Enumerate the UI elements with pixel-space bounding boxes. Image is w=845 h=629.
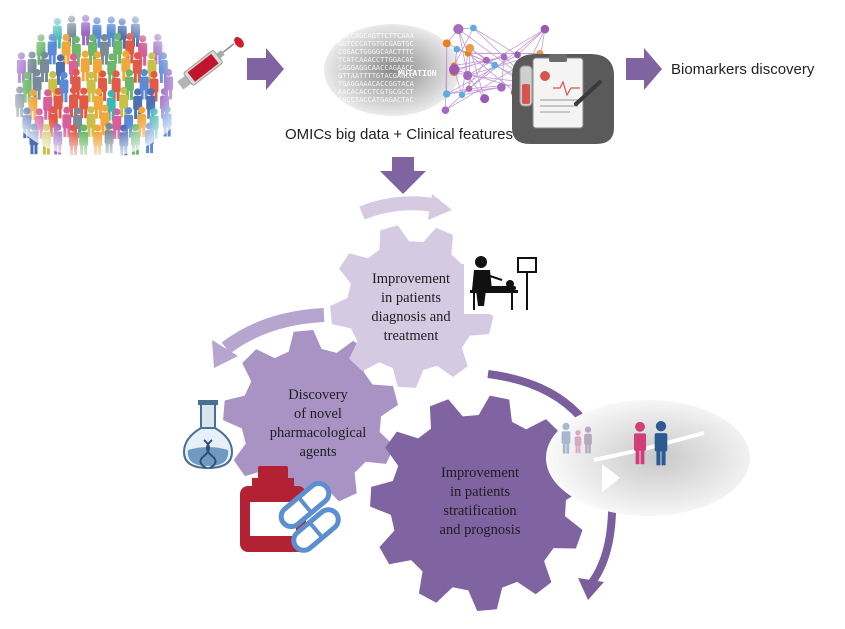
gear-discovery-line: pharmacological [269, 425, 367, 441]
network-edge [444, 43, 448, 111]
network-node [453, 45, 461, 53]
sequence-row: TGAGGAAACACCGGTACA [338, 80, 415, 88]
sequence-row: CGCCTACCATGAGACTAC [338, 96, 414, 104]
syringe-icon [177, 36, 244, 90]
sequence-row: GGTCCCATGTGCGAGTGC [338, 40, 414, 48]
network-edge [473, 27, 518, 56]
network-node [463, 70, 473, 81]
network-edge [453, 27, 474, 66]
sequence-row: AACACACCTCGTGCGCCT [338, 88, 415, 96]
scale-person [561, 422, 571, 454]
cycle-arrow-left [212, 308, 325, 368]
network-edge [446, 86, 502, 95]
network-node [500, 53, 508, 61]
network-node [497, 82, 506, 92]
network-node [540, 24, 550, 34]
biomarkers-label: Biomarkers discovery [671, 61, 815, 78]
gear-stratification-line: Improvement [440, 465, 520, 481]
gear-stratification-label: Improvement in patients stratification a… [415, 464, 545, 540]
gear-stratification-line: stratification [443, 503, 517, 519]
scale-person [654, 421, 668, 466]
network-edge [467, 28, 546, 76]
crowd-icon [0, 6, 191, 158]
scale-person [574, 430, 582, 454]
network-edge [469, 48, 486, 99]
network-node [480, 94, 490, 104]
flask-dna-icon [182, 400, 234, 470]
sequence-row: GTTAATTTTGTACGAGCC [338, 72, 414, 80]
gear-discovery-label: Discovery of novel pharmacological agent… [253, 386, 383, 462]
network-node [465, 85, 473, 92]
scale-person [633, 421, 647, 465]
scale-person [584, 426, 592, 454]
gear-stratification [370, 395, 585, 612]
gear-stratification-line: in patients [449, 484, 510, 500]
network-edge [467, 75, 485, 99]
sequence-row: CGGACTGGGGCAACTTTC [338, 48, 414, 56]
gear-stratification-line: and prognosis [439, 522, 521, 538]
gear-diagnosis-label: Improvement in patients diagnosis and tr… [351, 270, 471, 346]
network-node [482, 56, 490, 64]
network-icon [441, 23, 550, 115]
clipboard-icon [512, 54, 614, 144]
network-edge [461, 86, 502, 96]
network-node [465, 43, 475, 53]
arrow-down-to-gears [380, 157, 426, 194]
gear-discovery-line: of novel [294, 406, 342, 422]
doctor-patient-icon [464, 252, 542, 314]
network-edge [517, 28, 546, 56]
mutation-label: MUTATION [398, 69, 437, 78]
network-node [442, 90, 451, 98]
network-edge [467, 53, 516, 93]
network-node [469, 24, 477, 32]
omics-label: OMICs big data + Clinical features [285, 126, 513, 143]
gear-discovery-line: Discovery [288, 387, 348, 403]
sequence-row: AGCCAGCAGTTCTTCAAA [338, 32, 415, 40]
gear-diagnosis [330, 225, 494, 388]
capsules-icon [278, 480, 341, 553]
network-node [453, 23, 464, 35]
network-node [458, 91, 466, 99]
network-node [491, 61, 499, 69]
network-node [442, 39, 451, 48]
gear-diagnosis-line: treatment [383, 328, 439, 344]
arrow-to-biomarkers [626, 48, 662, 90]
gear-diagnosis-line: diagnosis and [371, 309, 451, 325]
gear-discovery-line: agents [299, 444, 337, 460]
gear-diagnosis-line: in patients [380, 290, 441, 306]
cycle-arrow-top [359, 194, 452, 220]
network-node [441, 106, 450, 115]
network-edge [446, 54, 518, 95]
gear-discovery [223, 329, 399, 506]
gear-diagnosis-line: Improvement [371, 271, 451, 287]
balance-scale-icon [546, 400, 750, 516]
sequence-row: TCATCAAACCTTGGACAC [338, 56, 414, 64]
dna-data-icon: AGCCAGCAGTTCTTCAAAGGTCCCATGTGCGAGTGCCGGA… [324, 24, 460, 116]
network-edge [454, 59, 487, 66]
sequence-row: CAGGAGGCAACCAGAACC [338, 64, 414, 72]
network-edge [468, 28, 546, 89]
network-node [514, 51, 521, 59]
network-node [448, 64, 460, 75]
arrow-to-omics [247, 48, 284, 90]
